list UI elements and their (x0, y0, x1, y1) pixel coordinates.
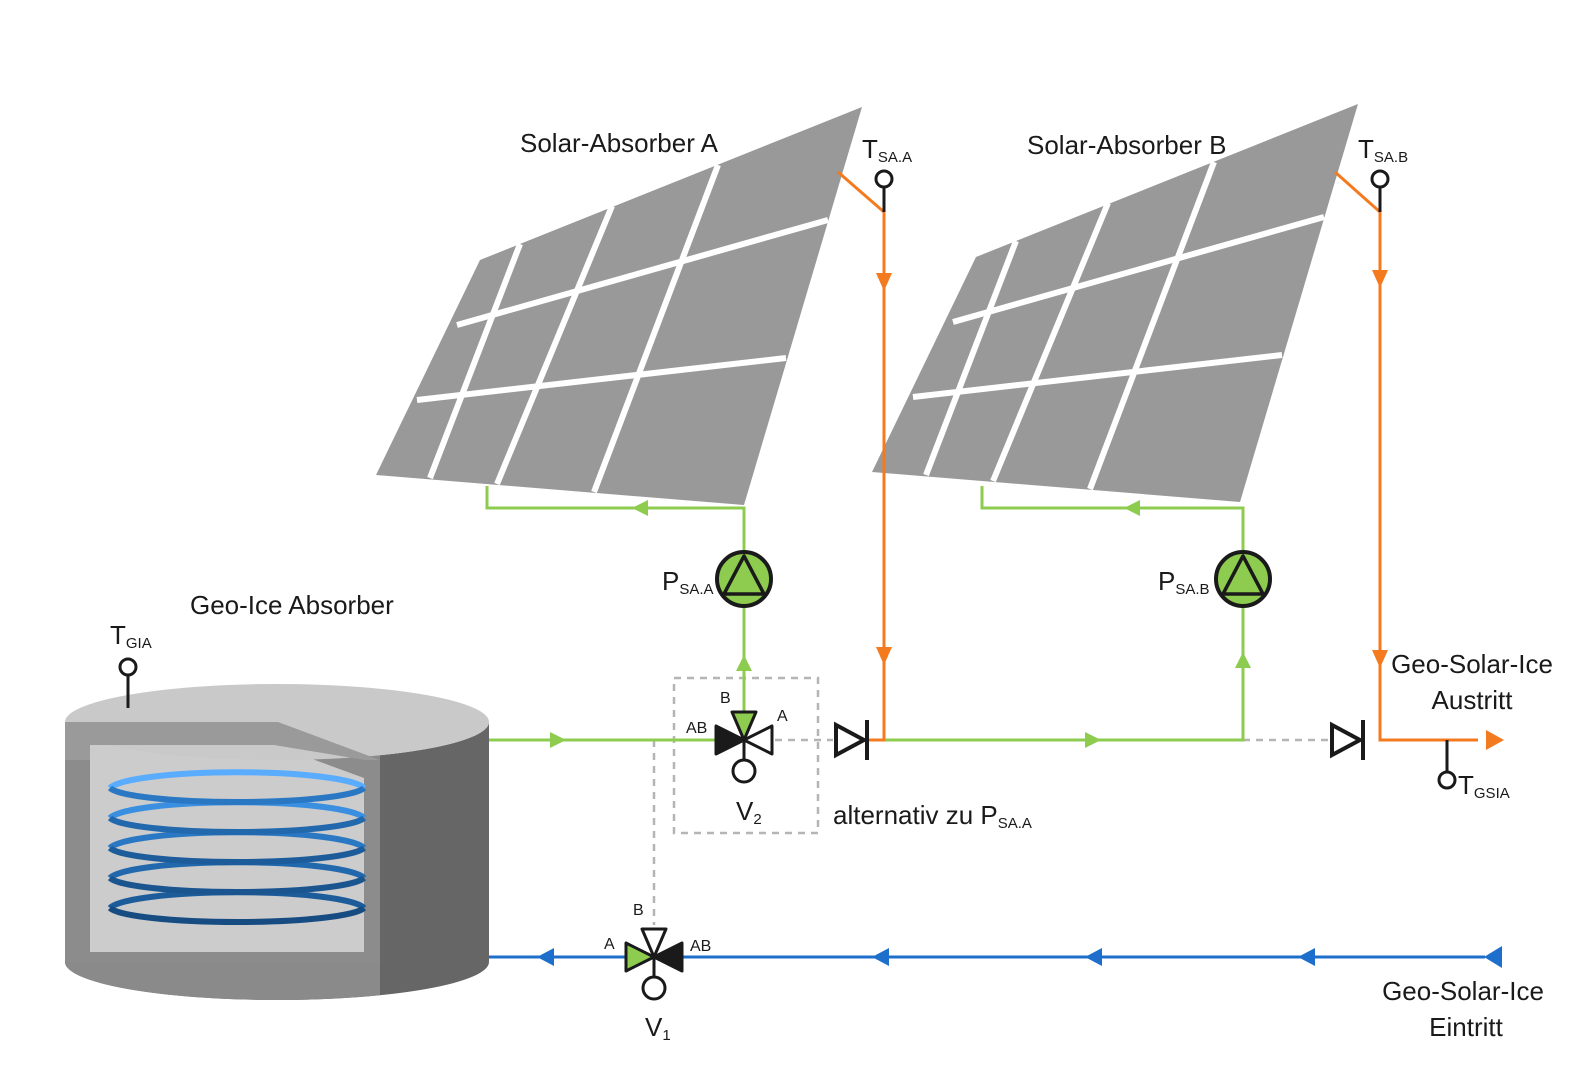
valve-v2-label: V2 (736, 796, 762, 828)
sensor-tsa-b-label: TSA.B (1358, 134, 1408, 166)
check-valve-a-icon (834, 720, 869, 760)
temperature-sensor-tgsia-icon (1437, 740, 1457, 790)
v1-port-ab-label: AB (690, 938, 711, 955)
pump-sa-b-icon (1214, 550, 1272, 608)
sensor-tgia-label: TGIA (110, 620, 152, 652)
alternative-dashed-lines (652, 676, 1330, 925)
v1-port-b-label: B (633, 902, 644, 919)
alternative-note-label: alternativ zu PSA.A (833, 800, 1032, 832)
v2-port-ab-label: AB (686, 720, 707, 737)
check-valve-b-icon (1330, 720, 1365, 760)
orange-pipes (837, 170, 1478, 742)
solar-absorber-b-title: Solar-Absorber B (1027, 130, 1226, 160)
green-pipes (485, 486, 1245, 742)
green-flow-arrows (550, 500, 1251, 748)
geo-ice-tank (65, 684, 489, 1000)
pump-sa-a-label: PSA.A (662, 566, 714, 598)
temperature-sensor-tgia-icon (118, 657, 138, 708)
inlet-label-line2: Eintritt (1429, 1012, 1503, 1042)
three-way-valve-v1-icon (624, 927, 684, 1001)
pump-sa-a-icon (715, 550, 773, 608)
three-way-valve-v2-icon (714, 710, 774, 784)
solar-absorber-a-title: Solar-Absorber A (520, 128, 719, 158)
outlet-label-line2: Austritt (1432, 685, 1514, 715)
sensor-tsa-a-label: TSA.A (862, 134, 912, 166)
orange-flow-arrows (876, 270, 1504, 750)
inlet-label-line1: Geo-Solar-Ice (1382, 976, 1544, 1006)
temperature-sensor-tsa-a-icon (874, 169, 894, 212)
temperature-sensor-tsa-b-icon (1370, 169, 1390, 212)
solar-absorber-a-panel (376, 107, 862, 505)
v1-port-a-label: A (604, 936, 615, 953)
v2-port-b-label: B (720, 690, 731, 707)
solar-absorber-b-panel (872, 104, 1358, 502)
valve-v1-label: V1 (645, 1012, 671, 1044)
pump-sa-b-label: PSA.B (1158, 566, 1210, 598)
v2-port-a-label: A (777, 708, 788, 725)
geo-ice-absorber-title: Geo-Ice Absorber (190, 590, 394, 620)
sensor-tgsia-label: TGSIA (1458, 770, 1510, 802)
heat-exchanger-coil (107, 769, 367, 926)
outlet-label-line1: Geo-Solar-Ice (1391, 649, 1553, 679)
